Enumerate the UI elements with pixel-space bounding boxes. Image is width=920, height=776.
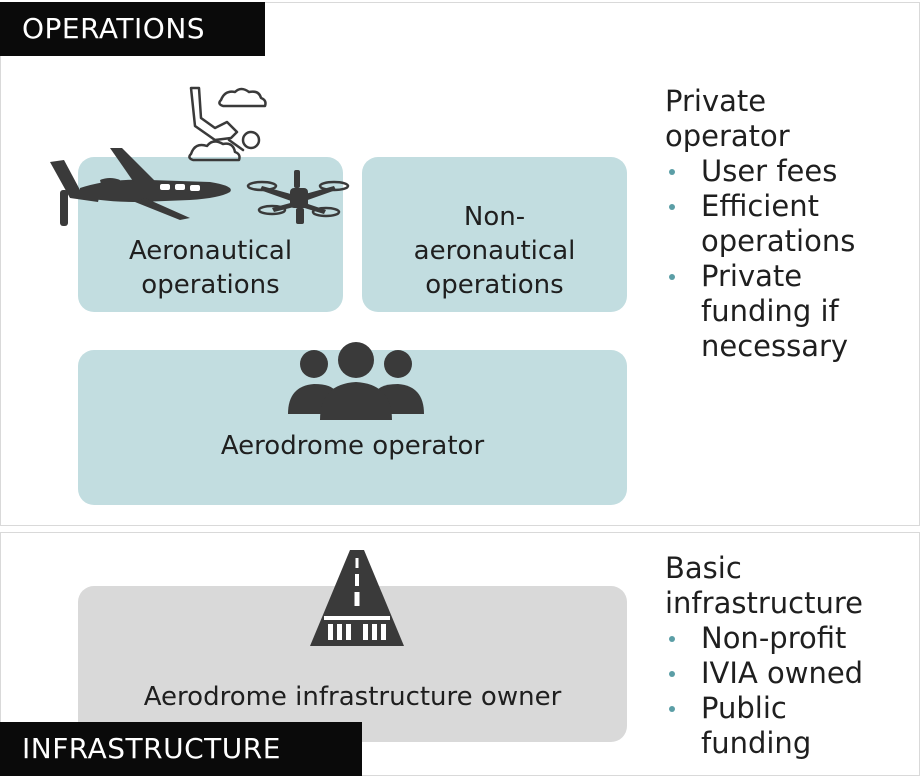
private-operator-heading: Private operator: [665, 84, 790, 153]
aeronautical-operations-label: Aeronautical operations: [128, 236, 293, 300]
operations-tag: OPERATIONS: [0, 2, 265, 56]
list-item: Public funding: [665, 691, 841, 761]
drone-icon: [246, 170, 350, 224]
list-item: IVIA owned: [665, 656, 895, 691]
basic-infrastructure-list: Basic infrastructure Non-profit IVIA own…: [665, 551, 895, 761]
list-item: User fees: [665, 154, 881, 189]
private-operator-list: Private operator User fees Efficient ope…: [665, 84, 881, 364]
basic-infrastructure-heading: Basic infrastructure: [665, 551, 863, 620]
aerodrome-operator-label: Aerodrome operator: [220, 431, 485, 461]
runway-icon: [310, 550, 404, 646]
infrastructure-tag: INFRASTRUCTURE: [0, 722, 362, 776]
skydiver-icon: [188, 86, 267, 162]
non-aeronautical-operations-box: Non-aeronautical operations: [362, 157, 627, 312]
aerodrome-infrastructure-owner-label: Aerodrome infrastructure owner: [143, 682, 562, 712]
list-item: Private funding if necessary: [665, 259, 871, 364]
people-icon: [288, 342, 424, 420]
list-item: Non-profit: [665, 621, 895, 656]
list-item: Efficient operations: [665, 189, 881, 259]
airplane-icon: [50, 148, 231, 226]
non-aeronautical-operations-label: Non-aeronautical operations: [413, 202, 576, 300]
